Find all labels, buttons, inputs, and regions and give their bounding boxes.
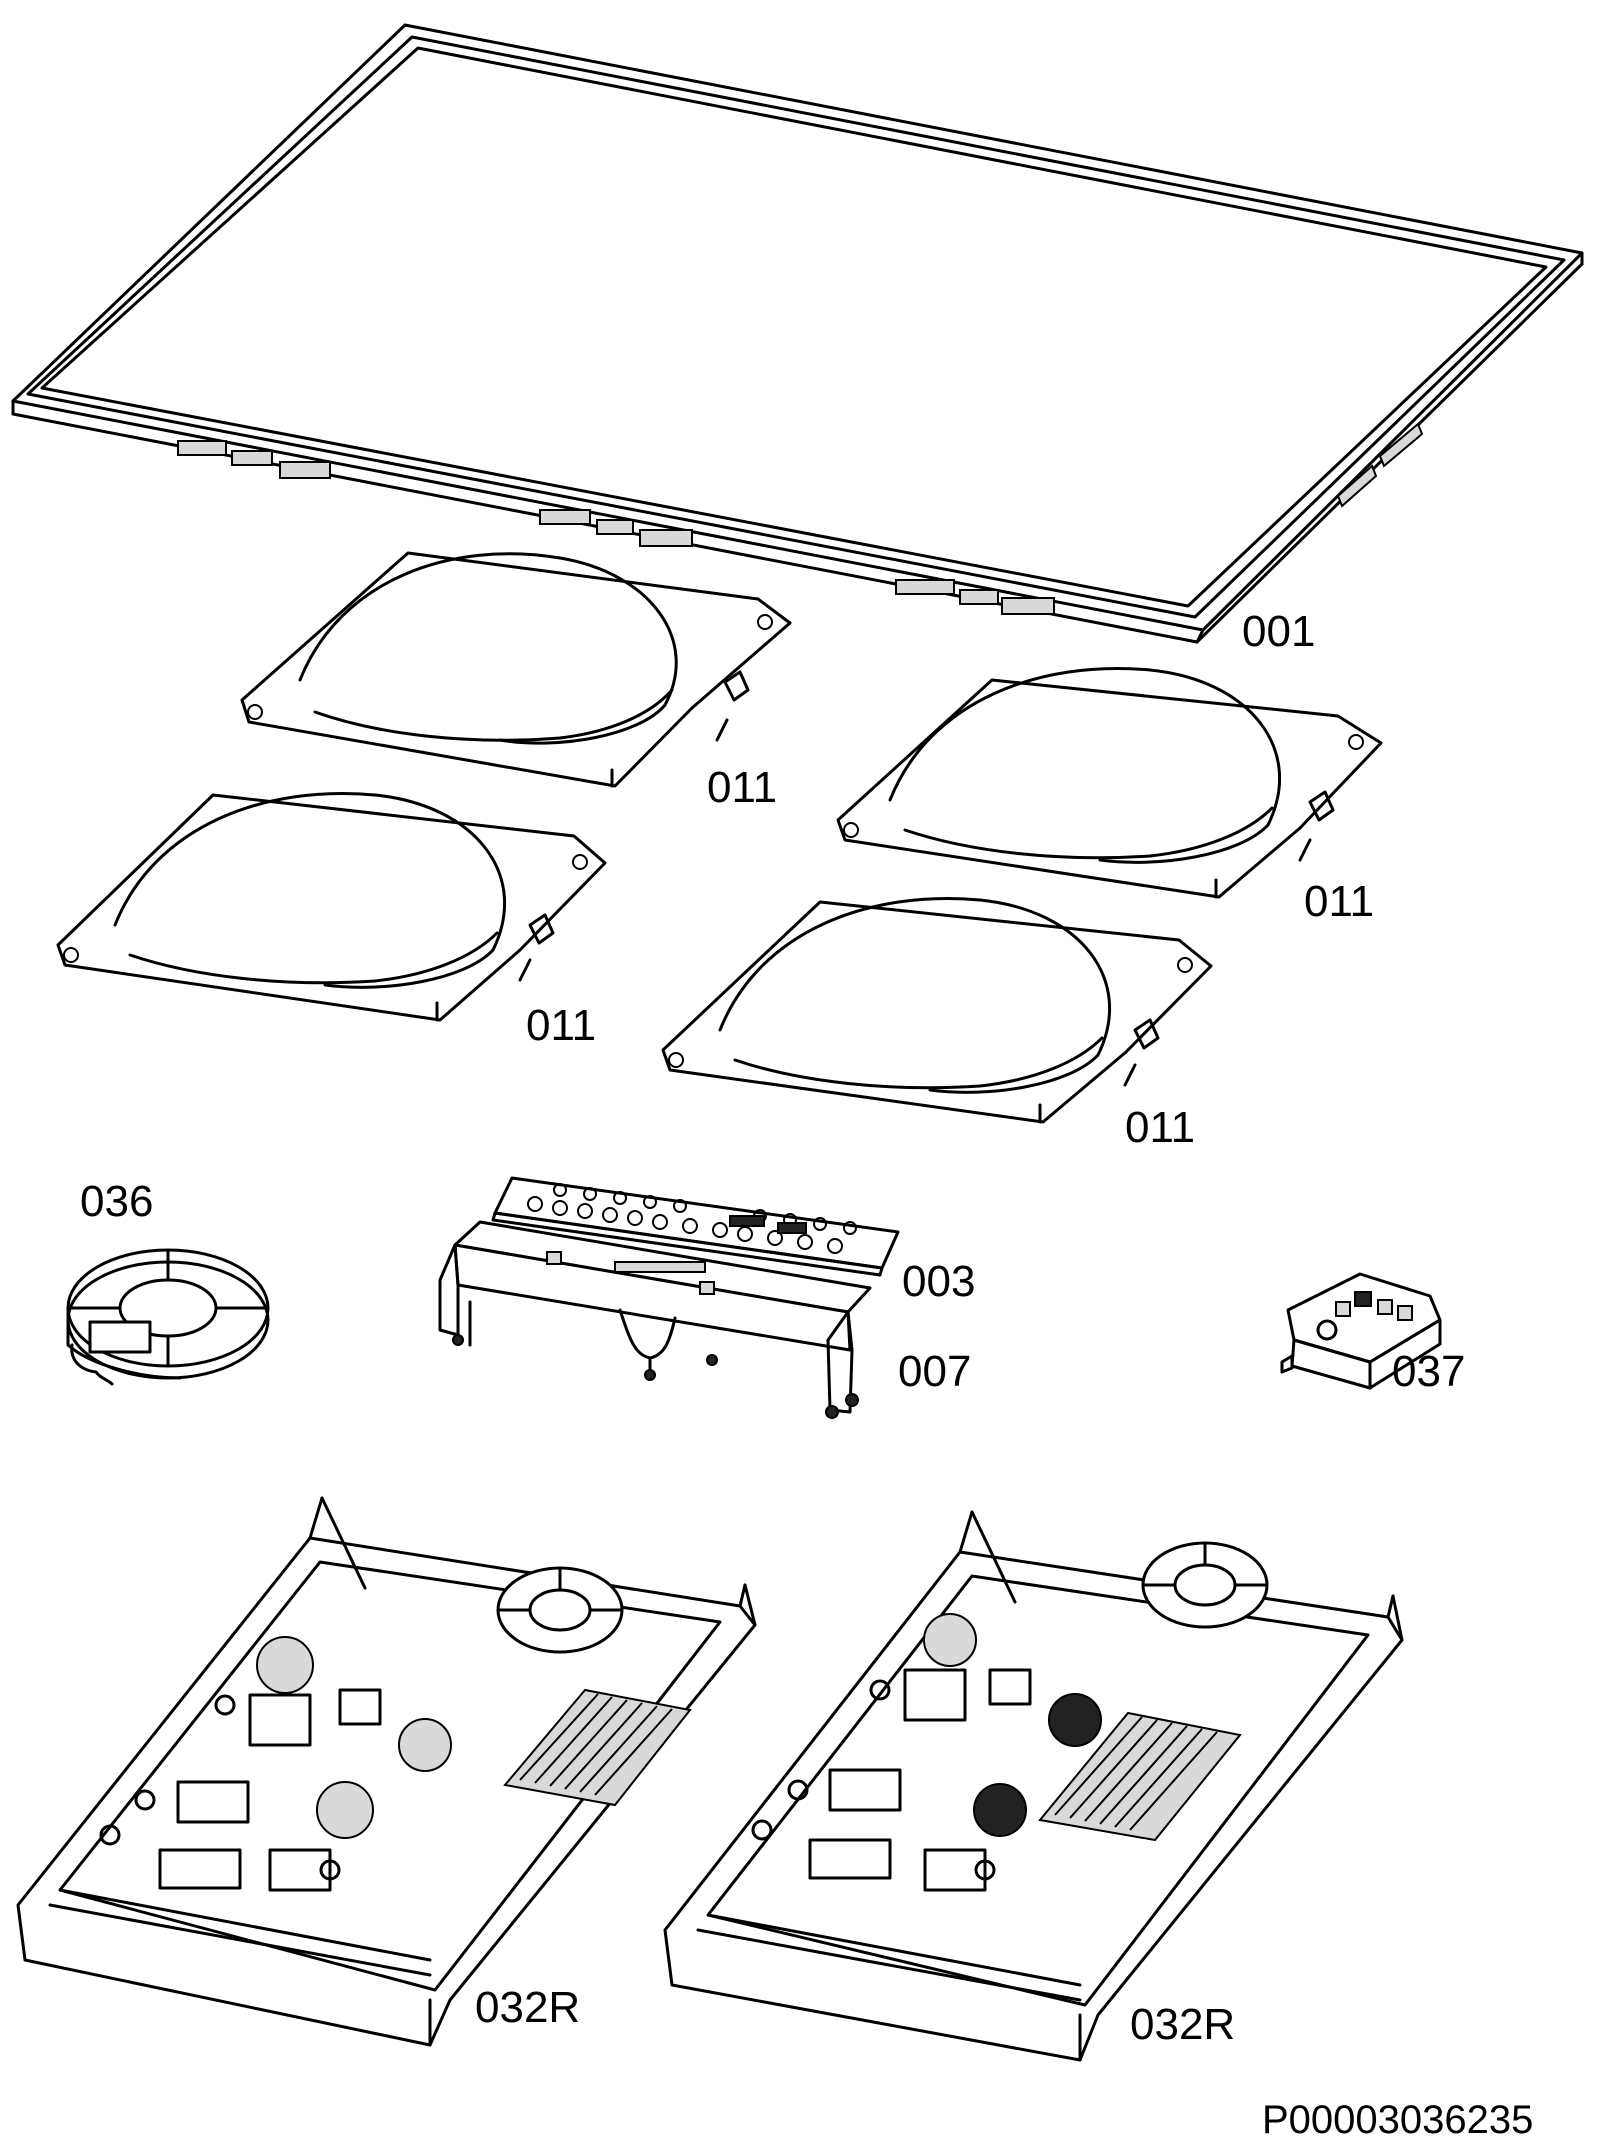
glass-top-frame [11,23,1584,644]
control-pcb-part [491,1176,900,1277]
label-part-011-b: 011 [1304,877,1375,926]
coil-plate-1 [240,551,792,788]
label-part-007: 007 [898,1347,972,1396]
terminal-block-part [1280,1272,1442,1390]
label-part-037: 037 [1392,1347,1466,1396]
coil-plate-3 [56,792,607,1022]
label-part-032R-right: 032R [1130,2000,1236,2049]
coil-plate-2 [836,667,1383,899]
drawing-code: P00003036235 [1262,2098,1534,2142]
label-part-036: 036 [80,1177,154,1226]
label-part-003: 003 [902,1257,976,1306]
label-part-011-d: 011 [1125,1103,1196,1152]
coil-plate-4 [661,897,1213,1124]
power-module-right [663,1510,1404,2062]
label-part-011-a: 011 [707,763,778,812]
control-bracket-part [438,1220,872,1419]
fan-part [66,1248,270,1386]
label-part-032R-left: 032R [475,1983,581,2032]
label-part-001: 001 [1242,607,1316,656]
power-module-left [16,1496,757,2047]
label-part-011-c: 011 [526,1001,597,1050]
